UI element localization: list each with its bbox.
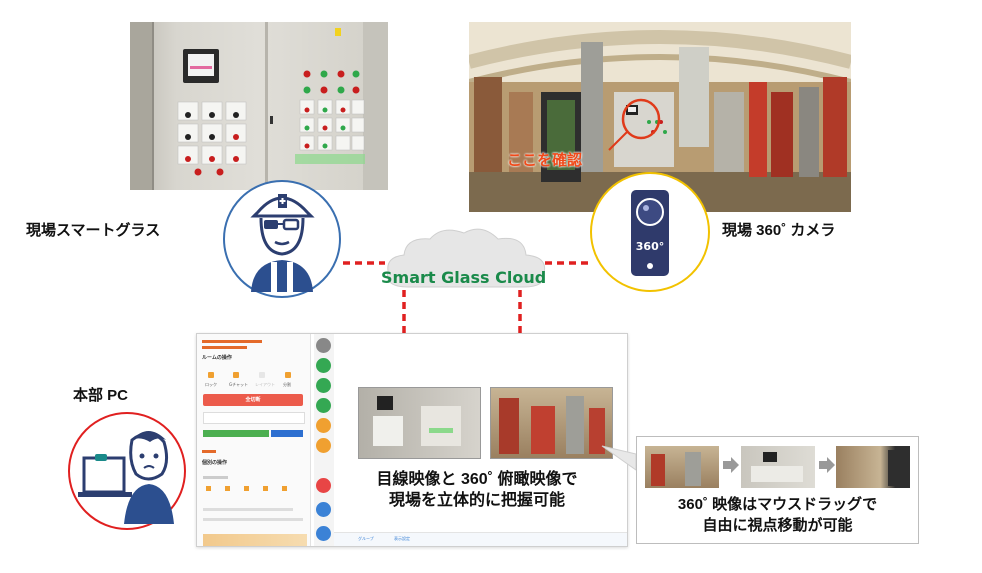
pano-thumb-1 <box>645 446 719 488</box>
pano-thumb-2 <box>741 446 815 488</box>
side-caption-line2: 自由に視点移動が可能 <box>637 515 918 536</box>
side-caption: 360˚ 映像はマウスドラッグで 自由に視点移動が可能 <box>637 494 918 536</box>
side-caption-line1: 360˚ 映像はマウスドラッグで <box>637 494 918 515</box>
right-arrow-icon-2 <box>819 457 835 473</box>
pano-thumb-3 <box>836 446 910 488</box>
drag-callout: 360˚ 映像はマウスドラッグで 自由に視点移動が可能 <box>636 436 919 544</box>
right-arrow-icon <box>723 457 739 473</box>
